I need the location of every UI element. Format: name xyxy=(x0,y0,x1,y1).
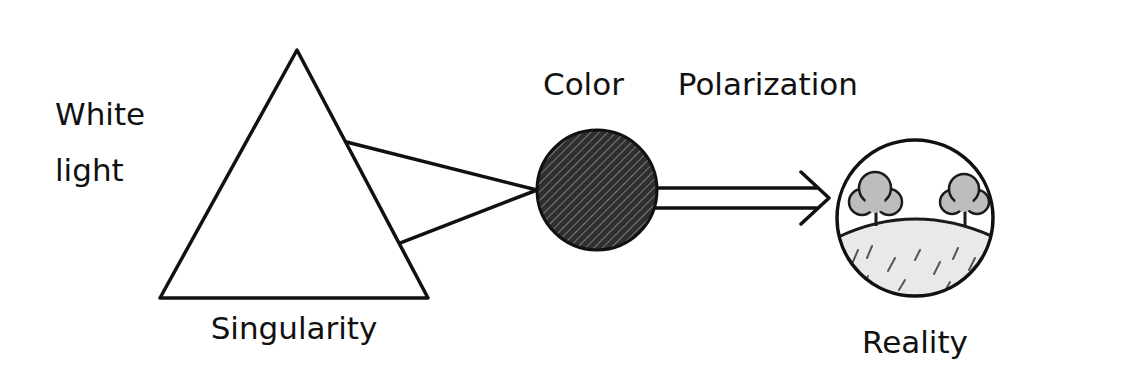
reality-circle: Reality xyxy=(835,138,995,298)
hatched-circle-outline xyxy=(535,128,659,252)
tree-right xyxy=(940,174,989,226)
node-caption: Reality xyxy=(862,324,968,361)
prism-shape xyxy=(160,50,428,298)
output-arrow xyxy=(655,172,829,224)
polarization-circle: Color Polarization xyxy=(535,128,659,252)
input-label: White light xyxy=(55,86,167,198)
triangle-outline xyxy=(158,48,430,300)
tree-left xyxy=(849,172,902,226)
circle-frame xyxy=(837,140,993,296)
prism-triangle: Singularity xyxy=(158,48,430,300)
hatched-disc xyxy=(537,130,657,250)
node-caption: Singularity xyxy=(211,310,378,347)
landscape-illustration xyxy=(832,172,1000,310)
circle-outline xyxy=(835,138,995,298)
node-caption: Color Polarization xyxy=(543,66,858,103)
